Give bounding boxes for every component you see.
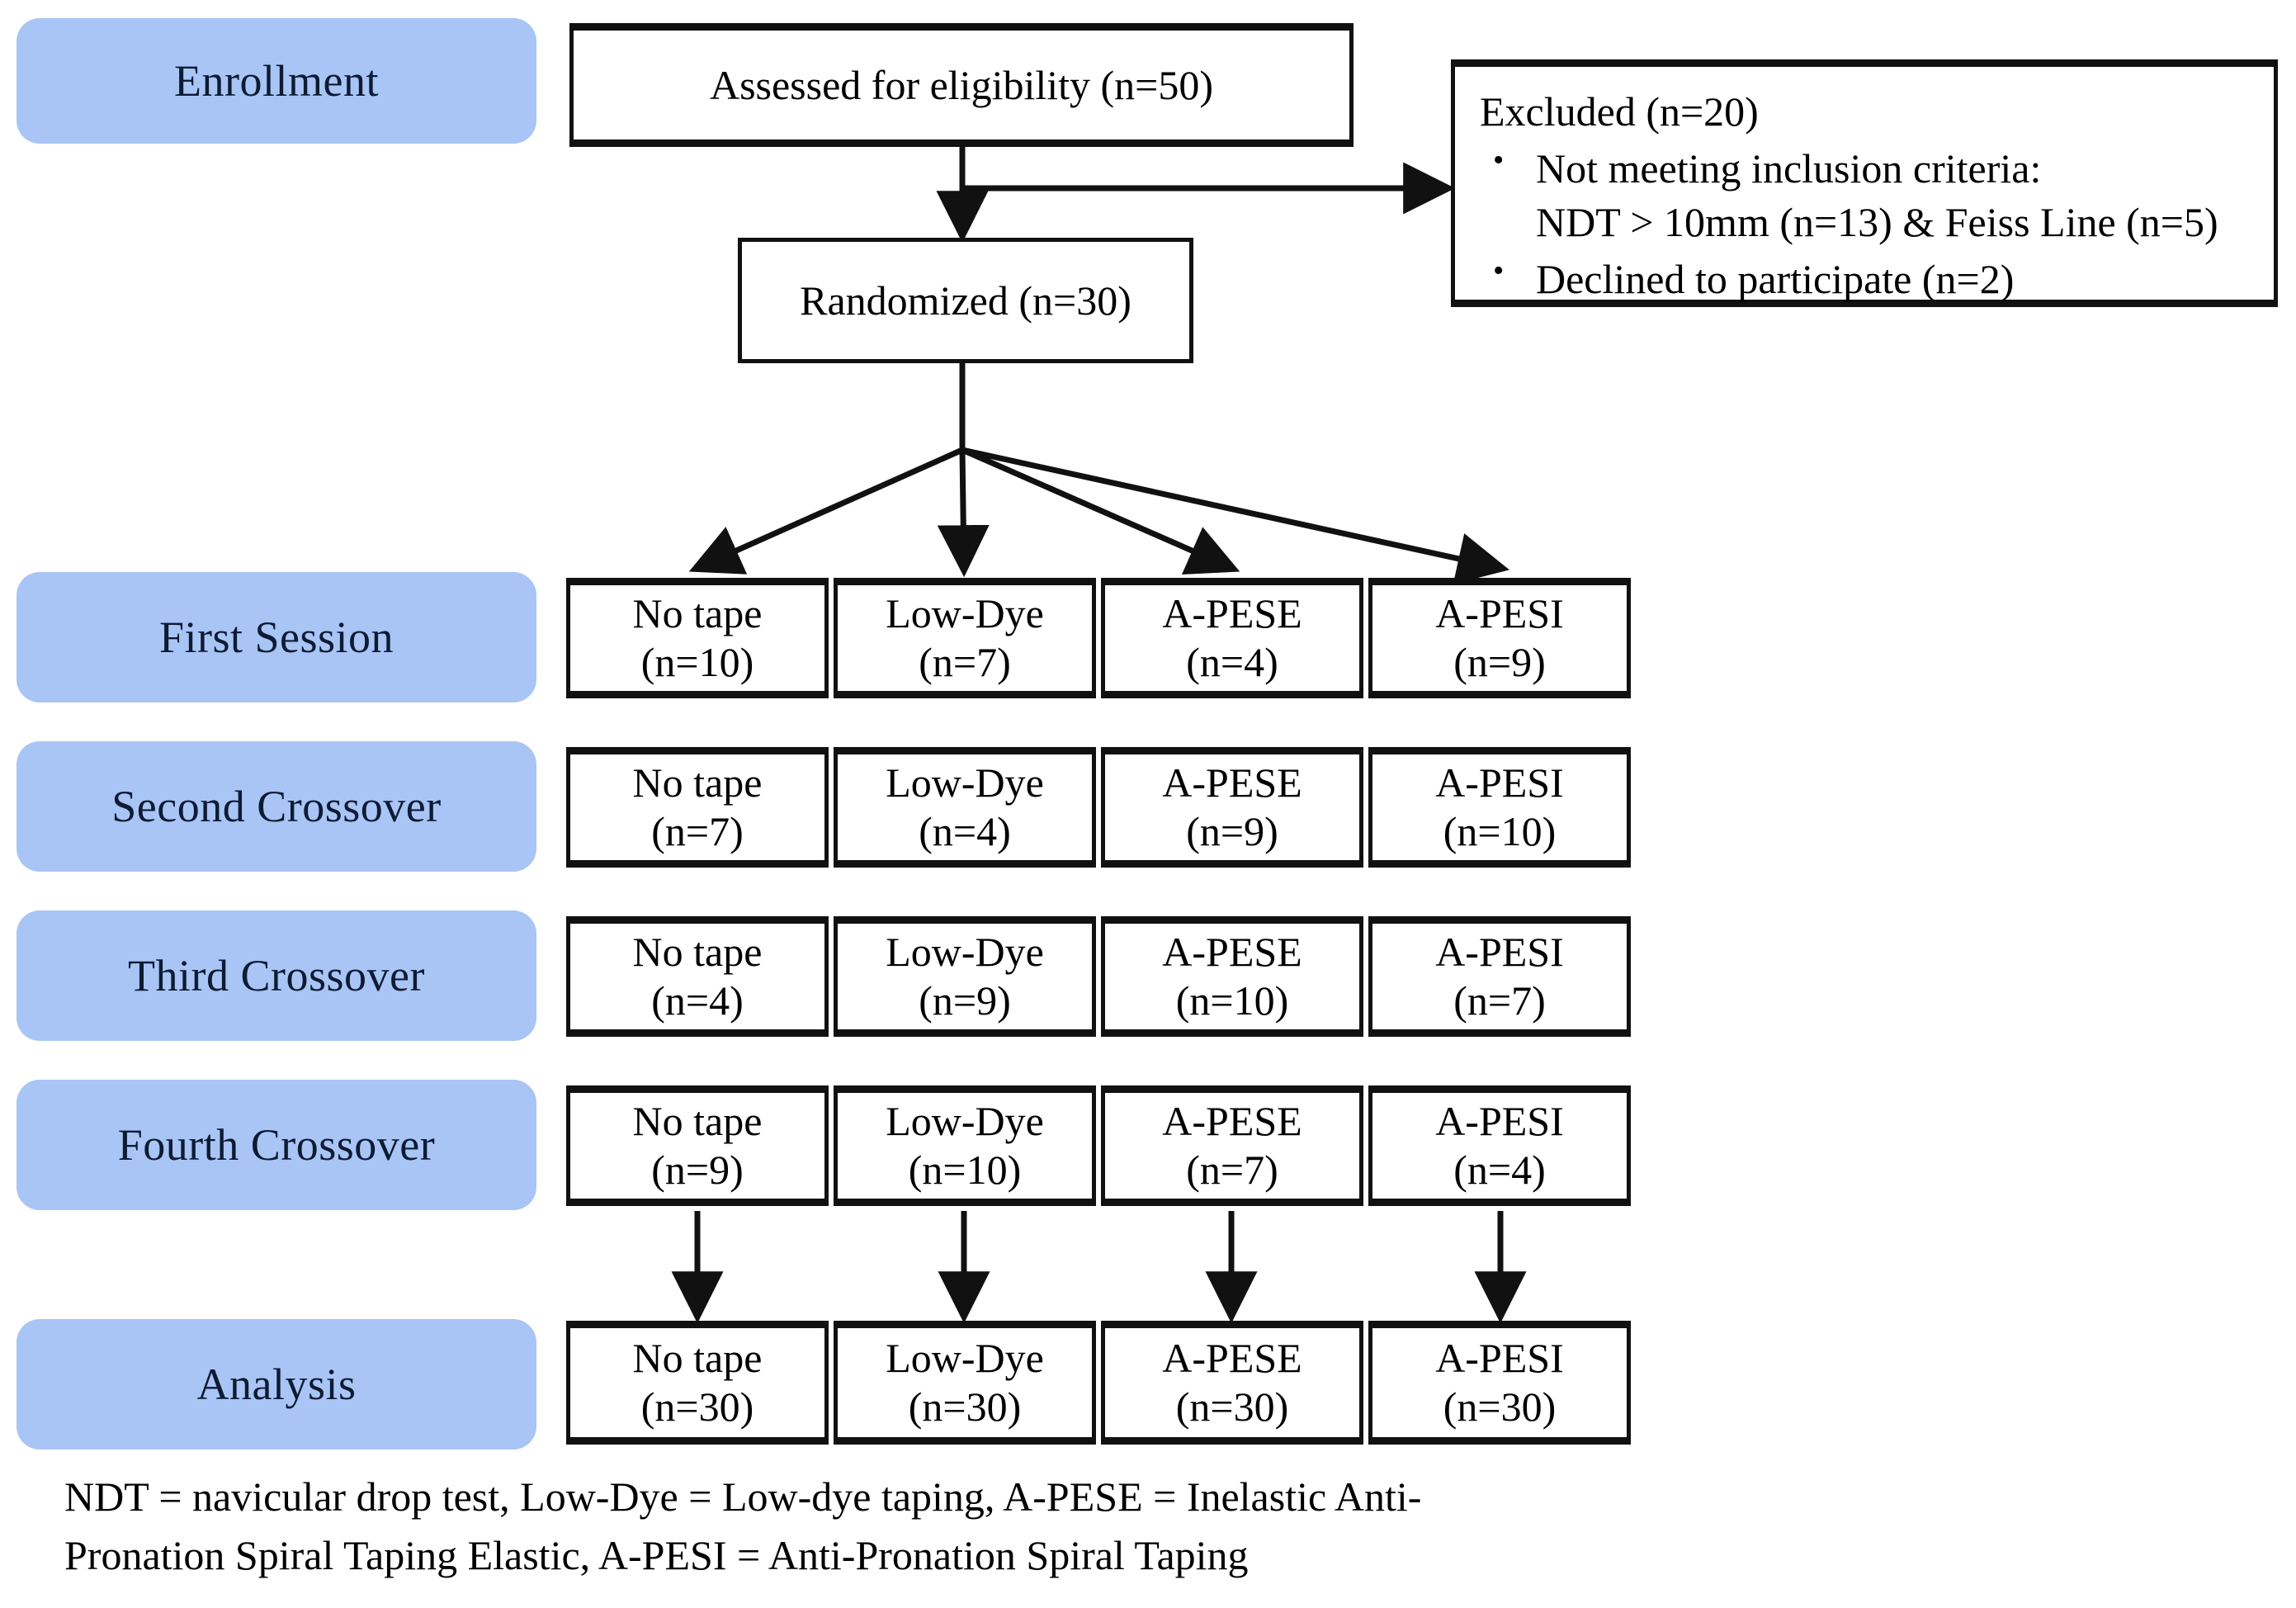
cell-arm-label: A-PESE bbox=[1162, 590, 1302, 636]
cell-count-label: (n=9) bbox=[651, 1147, 744, 1193]
cell-fourth-crossover-a-pese: A-PESE (n=7) bbox=[1101, 1085, 1363, 1206]
cell-count-label: (n=7) bbox=[919, 639, 1011, 685]
cell-second-crossover-a-pesi: A-PESI (n=10) bbox=[1368, 747, 1631, 868]
cell-count-label: (n=4) bbox=[1186, 639, 1278, 685]
excluded-reason-item: Not meeting inclusion criteria: NDT > 10… bbox=[1480, 140, 2259, 249]
cell-arm-label: Low-Dye bbox=[886, 590, 1044, 636]
cell-count-label: (n=10) bbox=[1443, 808, 1557, 854]
cell-analysis-a-pesi: A-PESI (n=30) bbox=[1368, 1321, 1631, 1445]
cell-count-label: (n=30) bbox=[1175, 1383, 1289, 1430]
cell-arm-label: A-PESI bbox=[1435, 1335, 1564, 1381]
cell-arm-label: A-PESI bbox=[1435, 759, 1564, 806]
cell-count-label: (n=30) bbox=[1443, 1383, 1557, 1430]
footnote-abbreviations: NDT = navicular drop test, Low-Dye = Low… bbox=[64, 1468, 1798, 1585]
connector-fan-a-pesi bbox=[961, 447, 1509, 584]
cell-third-crossover-a-pesi: A-PESI (n=7) bbox=[1368, 916, 1631, 1037]
cell-count-label: (n=7) bbox=[651, 808, 744, 854]
stage-label-text: Fourth Crossover bbox=[117, 1119, 436, 1170]
stage-label-third-crossover: Third Crossover bbox=[17, 910, 536, 1041]
cell-arm-label: Low-Dye bbox=[886, 1335, 1044, 1381]
cell-first-session-low-dye: Low-Dye (n=7) bbox=[834, 578, 1096, 698]
cell-third-crossover-low-dye: Low-Dye (n=9) bbox=[834, 916, 1096, 1037]
cell-count-label: (n=4) bbox=[1453, 1147, 1546, 1193]
cell-first-session-a-pese: A-PESE (n=4) bbox=[1101, 578, 1363, 698]
cell-second-crossover-low-dye: Low-Dye (n=4) bbox=[834, 747, 1096, 868]
excluded-reason-list: Not meeting inclusion criteria: NDT > 10… bbox=[1480, 140, 2259, 306]
excluded-reason-text: Not meeting inclusion criteria: bbox=[1536, 145, 2042, 192]
cell-analysis-low-dye: Low-Dye (n=30) bbox=[834, 1321, 1096, 1445]
cell-arm-label: A-PESI bbox=[1435, 929, 1564, 975]
cell-arm-label: No tape bbox=[632, 759, 763, 806]
stage-label-text: Second Crossover bbox=[111, 781, 442, 831]
footnote-line-2: Pronation Spiral Taping Elastic, A-PESI … bbox=[64, 1532, 1249, 1578]
cell-count-label: (n=10) bbox=[1175, 977, 1289, 1024]
stage-label-second-crossover: Second Crossover bbox=[17, 741, 536, 872]
cell-arm-label: A-PESE bbox=[1162, 1335, 1302, 1381]
cell-arm-label: Low-Dye bbox=[886, 929, 1044, 975]
stage-label-analysis: Analysis bbox=[17, 1319, 536, 1450]
cell-count-label: (n=10) bbox=[908, 1147, 1022, 1193]
stage-label-text: Third Crossover bbox=[128, 950, 425, 1000]
cell-arm-label: Low-Dye bbox=[886, 1098, 1044, 1144]
cell-fourth-crossover-no-tape: No tape (n=9) bbox=[566, 1085, 829, 1206]
stage-label-fourth-crossover: Fourth Crossover bbox=[17, 1080, 536, 1210]
stage-label-text: Enrollment bbox=[174, 55, 379, 106]
assessed-for-eligibility-box: Assessed for eligibility (n=50) bbox=[569, 23, 1354, 147]
cell-arm-label: No tape bbox=[632, 1098, 763, 1144]
excluded-box: Excluded (n=20) Not meeting inclusion cr… bbox=[1451, 59, 2278, 307]
excluded-reason-item: Declined to participate (n=2) bbox=[1480, 251, 2259, 306]
cell-arm-label: A-PESE bbox=[1162, 1098, 1302, 1144]
randomized-text: Randomized (n=30) bbox=[800, 277, 1131, 324]
cell-arm-label: A-PESE bbox=[1162, 929, 1302, 975]
cell-first-session-a-pesi: A-PESI (n=9) bbox=[1368, 578, 1631, 698]
footnote-line-1: NDT = navicular drop test, Low-Dye = Low… bbox=[64, 1473, 1422, 1520]
cell-analysis-a-pese: A-PESE (n=30) bbox=[1101, 1321, 1363, 1445]
cell-count-label: (n=9) bbox=[919, 977, 1011, 1024]
cell-arm-label: A-PESI bbox=[1435, 1098, 1564, 1144]
cell-arm-label: A-PESE bbox=[1162, 759, 1302, 806]
cell-second-crossover-no-tape: No tape (n=7) bbox=[566, 747, 829, 868]
cell-count-label: (n=30) bbox=[640, 1383, 754, 1430]
excluded-reason-detail: NDT > 10mm (n=13) & Feiss Line (n=5) bbox=[1536, 199, 2218, 245]
cell-count-label: (n=7) bbox=[1453, 977, 1546, 1024]
excluded-reason-text: Declined to participate (n=2) bbox=[1536, 256, 2015, 302]
cell-fourth-crossover-a-pesi: A-PESI (n=4) bbox=[1368, 1085, 1631, 1206]
connector-fan-no-tape bbox=[688, 447, 964, 575]
cell-arm-label: Low-Dye bbox=[886, 759, 1044, 806]
cell-third-crossover-no-tape: No tape (n=4) bbox=[566, 916, 829, 1037]
cell-arm-label: No tape bbox=[632, 929, 763, 975]
cell-arm-label: No tape bbox=[632, 1335, 763, 1381]
stage-label-text: First Session bbox=[158, 612, 394, 662]
cell-arm-label: No tape bbox=[632, 590, 763, 636]
stage-label-first-session: First Session bbox=[17, 572, 536, 702]
cell-analysis-no-tape: No tape (n=30) bbox=[566, 1321, 829, 1445]
randomized-box: Randomized (n=30) bbox=[738, 238, 1193, 363]
connector-fan-low-dye bbox=[937, 449, 990, 578]
cell-third-crossover-a-pese: A-PESE (n=10) bbox=[1101, 916, 1363, 1037]
cell-count-label: (n=30) bbox=[908, 1383, 1022, 1430]
cell-fourth-crossover-low-dye: Low-Dye (n=10) bbox=[834, 1085, 1096, 1206]
cell-count-label: (n=9) bbox=[1453, 639, 1546, 685]
cell-count-label: (n=9) bbox=[1186, 808, 1278, 854]
cell-count-label: (n=7) bbox=[1186, 1147, 1278, 1193]
cell-arm-label: A-PESI bbox=[1435, 590, 1564, 636]
cell-second-crossover-a-pese: A-PESE (n=9) bbox=[1101, 747, 1363, 868]
connector-fan-a-pese bbox=[961, 447, 1240, 575]
stage-label-enrollment: Enrollment bbox=[17, 18, 536, 144]
cell-count-label: (n=4) bbox=[919, 808, 1011, 854]
excluded-title: Excluded (n=20) bbox=[1480, 88, 1759, 135]
cell-first-session-no-tape: No tape (n=10) bbox=[566, 578, 829, 698]
stage-label-text: Analysis bbox=[196, 1359, 357, 1409]
cell-count-label: (n=4) bbox=[651, 977, 744, 1024]
assessed-for-eligibility-text: Assessed for eligibility (n=50) bbox=[709, 61, 1214, 108]
cell-count-label: (n=10) bbox=[640, 639, 754, 685]
